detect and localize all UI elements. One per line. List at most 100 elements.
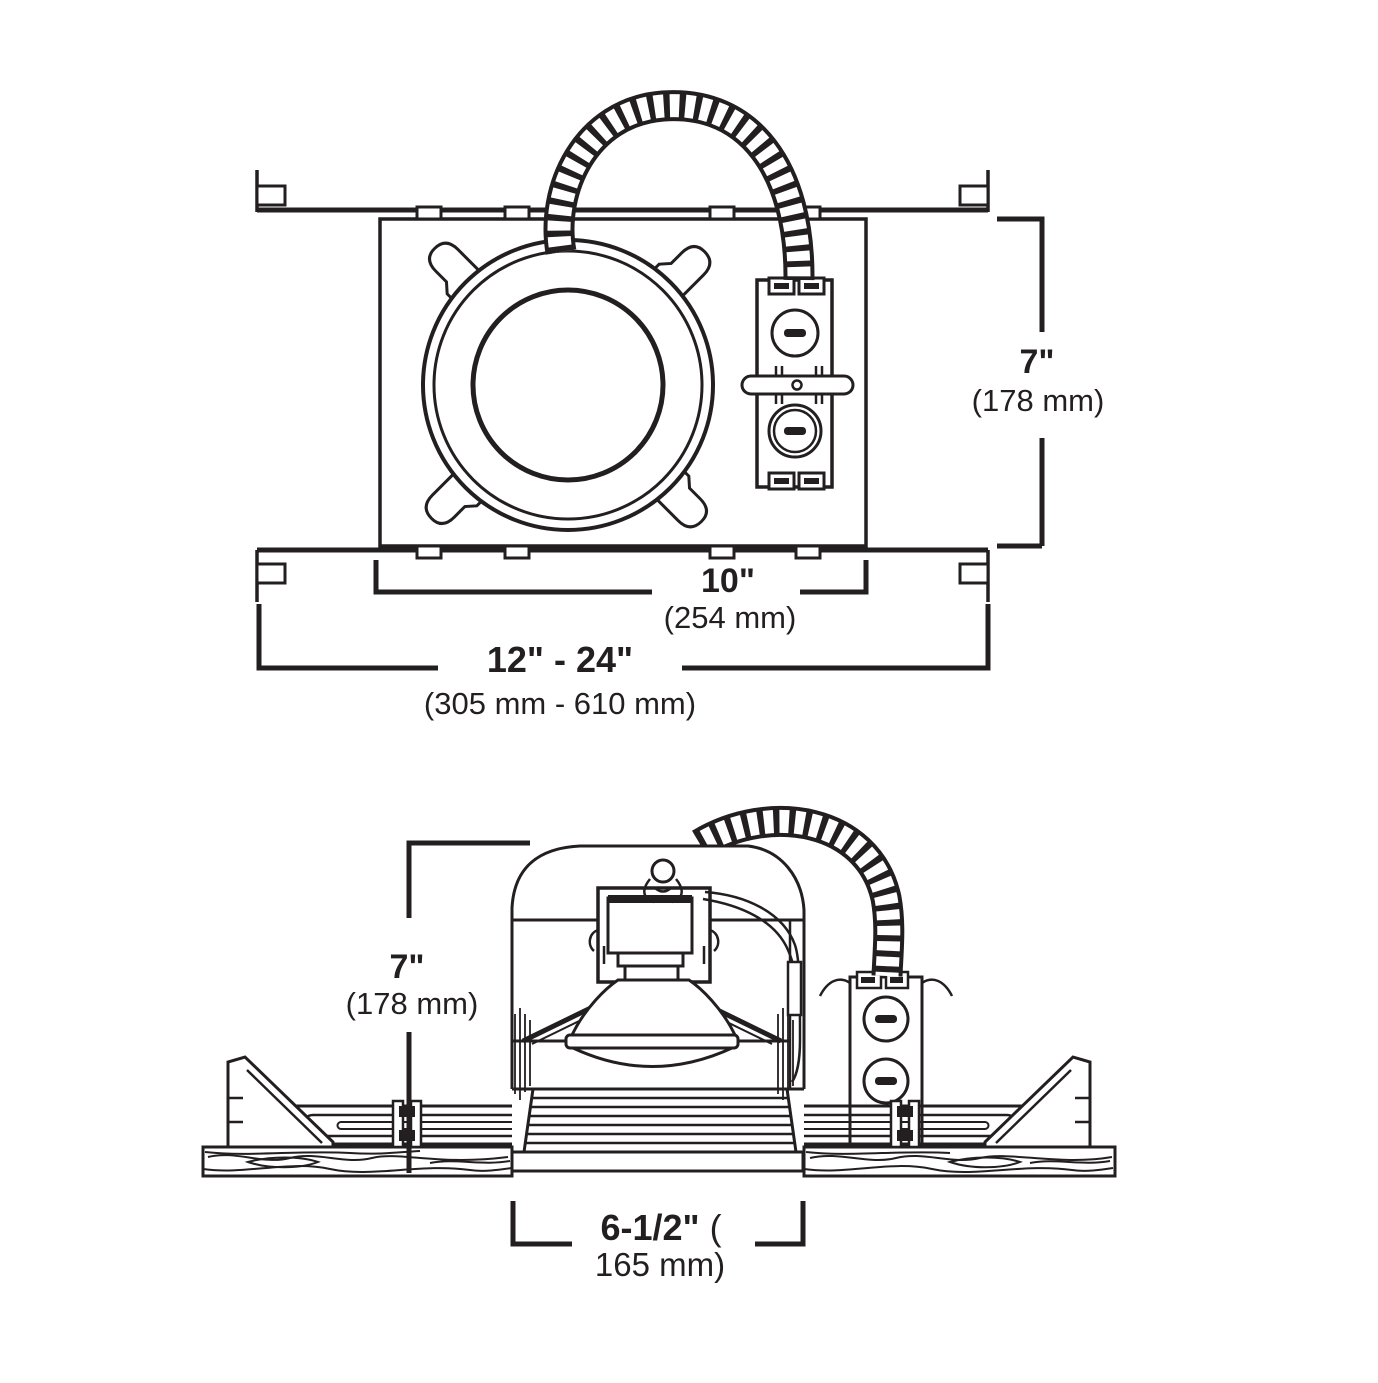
mounting-tab: [708, 544, 736, 560]
friction-springs-left: [514, 1008, 531, 1100]
nail-foot-right: [983, 1055, 1092, 1149]
nail-foot-left: [226, 1055, 335, 1149]
socket-neck-lower: [623, 964, 680, 982]
trim-ring: [509, 1150, 805, 1173]
housing-dome: [510, 844, 806, 922]
lamp-face-band: [564, 1033, 740, 1050]
dimensions: 7" (178 mm) 10" (254 mm) 12" - 24" (305 …: [256, 216, 1105, 1283]
nail-foot-detail: [995, 1069, 1090, 1144]
wood-grain: [202, 1165, 513, 1173]
mounting-tab: [503, 205, 531, 221]
knockout-circle-lower-inner: [772, 408, 818, 454]
dim-bar-span-value: 12" - 24": [487, 639, 633, 680]
dim-line-plan-width-left: [373, 560, 652, 595]
thermal-protector: [786, 960, 803, 1017]
wood-grain-knot: [244, 1156, 321, 1169]
mounting-tab: [503, 544, 531, 560]
dim-aperture-value: 6-1/2" (: [600, 1207, 721, 1248]
can-second-ring: [432, 249, 704, 521]
adjustment-knob: [650, 858, 676, 884]
mounting-pan-outline: [378, 217, 868, 548]
wood-grain: [429, 1160, 511, 1164]
knockout-circle-upper: [862, 995, 910, 1043]
wood-grain: [207, 1154, 509, 1162]
wood-grain: [803, 1165, 1114, 1173]
dim-plan-width-metric: (254 mm): [664, 600, 797, 635]
knockout-tab-slot: [861, 977, 875, 983]
wood-grain: [204, 1150, 421, 1155]
knockout-tab-slot: [804, 478, 819, 484]
can-aperture-ring: [470, 287, 666, 483]
bar-clip-right: [889, 1099, 921, 1149]
wood-grain: [809, 1154, 1113, 1162]
conduit-corrugation: [547, 93, 812, 281]
flex-conduit-section: [692, 805, 905, 977]
knockout-tab-slot: [890, 977, 903, 983]
hanger-bar-slot-right: [804, 1121, 990, 1130]
crossbar-center-hole: [791, 379, 803, 391]
wood-grain: [1029, 1160, 1111, 1164]
nail-foot-tab-top-left: [255, 184, 287, 207]
clip-plate: [889, 1099, 903, 1149]
baffle-splay-sides: [522, 1088, 798, 1153]
flex-conduit-plan: [543, 90, 815, 281]
socket-assembly: [588, 858, 803, 1083]
mounting-tab: [415, 205, 443, 221]
dim-plan-height-value: 7": [1019, 343, 1054, 381]
break-line-left: [818, 978, 851, 997]
knockout-circle-lower: [862, 1057, 910, 1105]
dim-section-height-metric: (178 mm): [346, 986, 479, 1021]
can-outer-ring: [421, 238, 715, 532]
junction-box-plan: [740, 276, 855, 491]
plan-view: [255, 90, 990, 602]
clip-plate: [907, 1099, 921, 1149]
bracket-hooks: [588, 928, 720, 952]
mounting-tab: [708, 205, 736, 221]
clip-plate: [391, 1099, 405, 1149]
friction-springs-right: [777, 1008, 794, 1100]
socket-body: [606, 896, 694, 955]
wood-grain: [805, 1151, 951, 1155]
dim-aperture-metric: 165 mm): [595, 1246, 725, 1283]
dim-section-height-value: 7": [389, 948, 424, 986]
dim-line-aperture-left: [510, 1201, 572, 1247]
knockout-tab-slot: [804, 283, 819, 289]
knockout-circle-lower-outer: [767, 403, 823, 459]
dim-plan-height-metric: (178 mm): [972, 383, 1105, 418]
bracket-feet-lines: [602, 946, 706, 964]
dim-aperture-open-paren: (: [700, 1207, 722, 1248]
knockout-slot-lower: [875, 1077, 897, 1085]
dim-line-section-height-top: [406, 840, 530, 918]
junction-box-section: [818, 970, 954, 1149]
wood-grain-knot: [946, 1156, 1023, 1169]
dim-line-plan-height-bottom: [997, 438, 1045, 549]
dim-line-bar-span-right: [682, 604, 991, 671]
clip-interlock: [897, 1130, 913, 1141]
knockout-tab-slot: [774, 478, 789, 484]
knockout-circle-upper: [770, 308, 820, 358]
dim-bar-span-metric: (305 mm - 610 mm): [424, 686, 696, 721]
dim-aperture-value-number: 6-1/2": [600, 1207, 699, 1248]
section-view: [201, 805, 1117, 1178]
dim-plan-width-value: 10": [701, 562, 755, 600]
can-plan: [421, 238, 715, 532]
baffle-ribs: [525, 1096, 795, 1145]
dim-line-plan-height-top: [997, 216, 1045, 332]
nail-foot-tab-top-right: [958, 184, 990, 207]
socket-top-bar: [608, 895, 692, 903]
break-line-right: [921, 978, 954, 997]
knockout-slot-upper: [875, 1015, 897, 1023]
knockout-slot-upper: [784, 329, 806, 337]
conduit-body: [694, 809, 901, 977]
knockout-slot-lower: [784, 427, 806, 435]
dim-line-plan-width-right: [800, 560, 869, 595]
crossbar-ticks: [774, 366, 824, 404]
nail-foot-tab-bottom-right: [958, 562, 990, 585]
lamp: [564, 978, 740, 1068]
hanger-bar-slot-left: [336, 1121, 512, 1130]
ceiling-frame: [201, 1055, 1117, 1178]
dim-line-aperture-right: [755, 1201, 806, 1247]
lamp-lens: [572, 1046, 733, 1068]
